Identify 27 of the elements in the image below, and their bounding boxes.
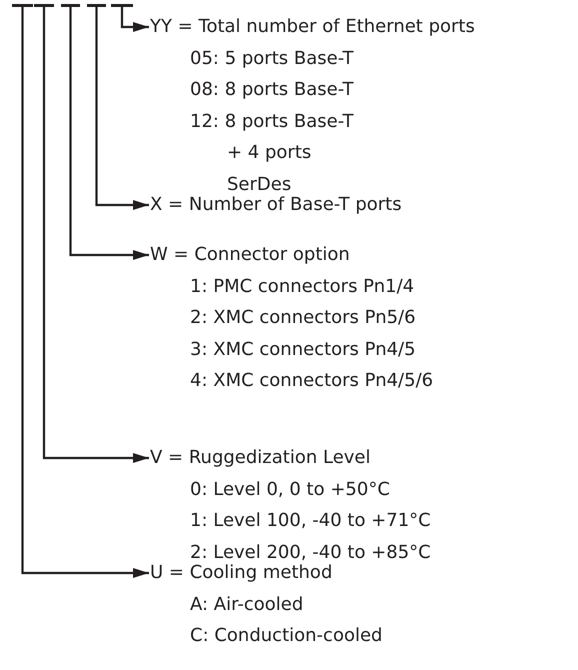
arrow: [95, 7, 149, 210]
code-position-bar: [34, 4, 54, 7]
arrow: [42, 7, 149, 463]
option-text: A: Air-cooled: [189, 592, 304, 616]
option-text: 3: XMC connectors Pn4/5: [189, 338, 417, 362]
option-text: 05: 5 ports Base-T: [189, 46, 355, 70]
code-field-heading: YY = Total number of Ethernet ports: [150, 15, 475, 39]
arrow: [21, 7, 149, 578]
code-field-heading: X = Number of Base-T ports: [150, 193, 402, 217]
code-position-bar: [111, 4, 133, 7]
option-text: 08: 8 ports Base-T: [189, 78, 355, 102]
arrow: [120, 7, 149, 32]
option-text: C: Conduction-cooled: [189, 624, 382, 648]
option-text: 1: Level 100, -40 to +71°C: [189, 509, 431, 533]
code-position-bar: [61, 4, 80, 7]
arrow: [69, 7, 149, 260]
option-text: 2: XMC connectors Pn5/6: [189, 306, 417, 330]
option-text: 12: 8 ports Base-T + 4 ports SerDes: [189, 110, 355, 196]
option-text: 1: PMC connectors Pn1/4: [189, 274, 416, 298]
option-text: 4: XMC connectors Pn4/5/6: [189, 369, 434, 393]
code-position-bar: [12, 4, 33, 7]
option-text: 0: Level 0, 0 to +50°C: [189, 478, 391, 502]
option-text: 2: Level 200, -40 to +85°C: [189, 540, 431, 564]
code-field-heading: W = Connector option: [150, 243, 351, 267]
code-field-heading: U = Cooling method: [150, 561, 334, 585]
code-field-heading: V = Ruggedization Level: [150, 446, 372, 470]
code-position-bar: [87, 4, 106, 7]
